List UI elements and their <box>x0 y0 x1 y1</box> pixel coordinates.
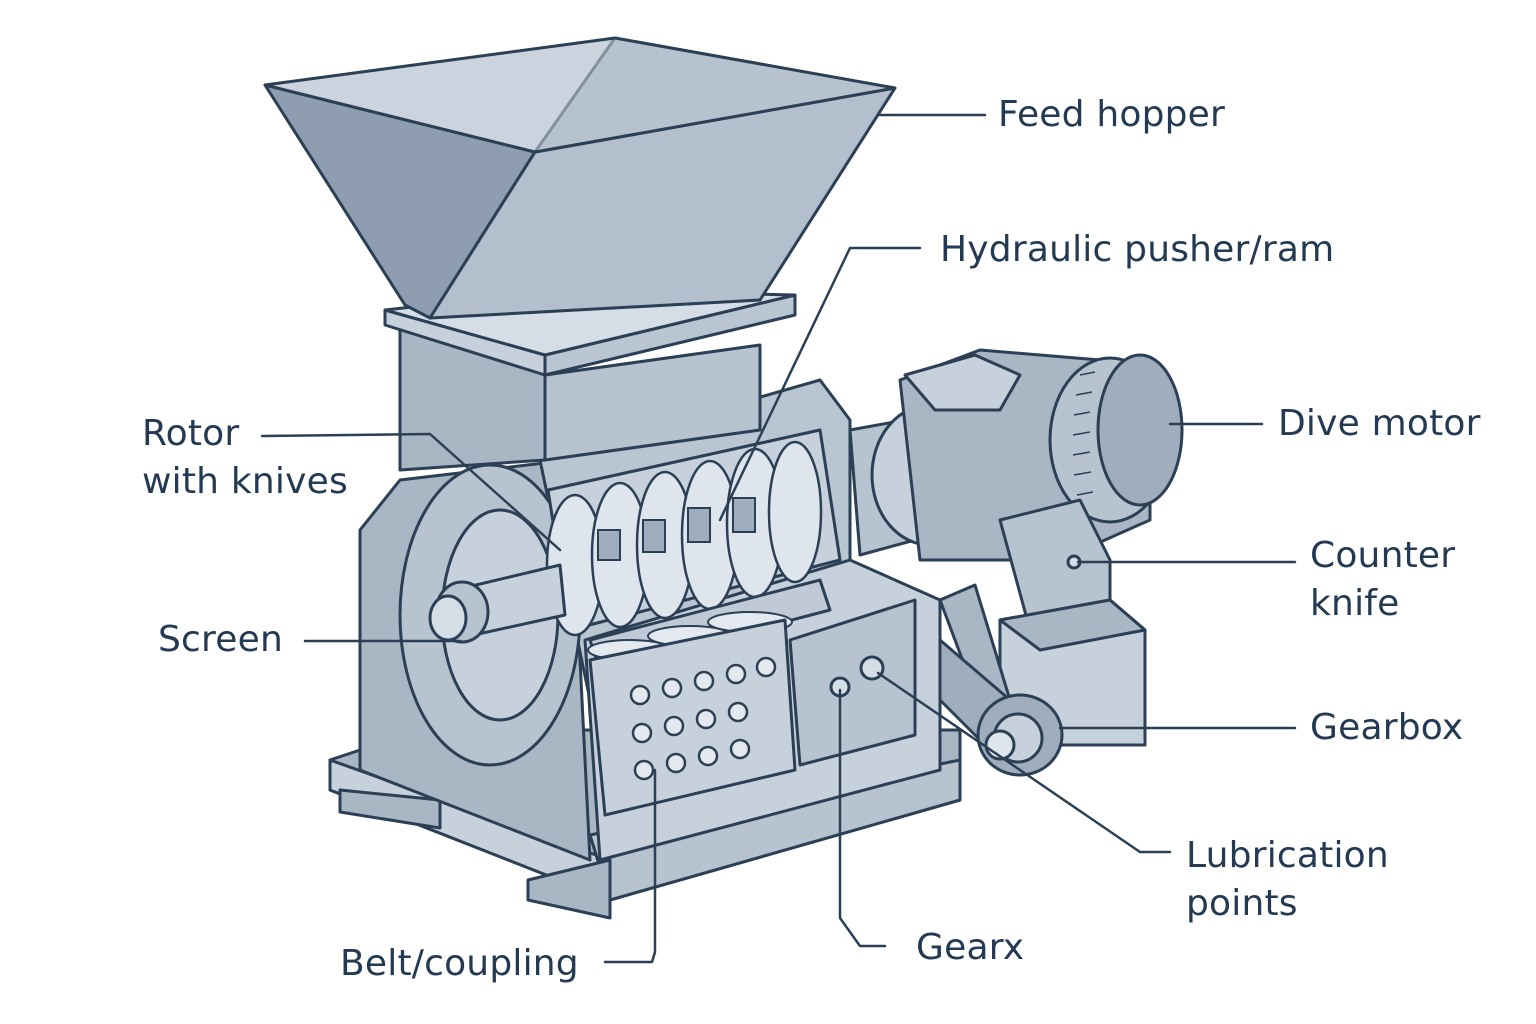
label-gearbox-text: Gearbox <box>1310 707 1464 748</box>
hopper-throat <box>383 288 797 472</box>
label-counter-knife: Counter knife <box>1310 532 1455 628</box>
label-lubrication-line1: Lubrication <box>1186 835 1389 876</box>
label-rotor-line2: with knives <box>142 461 348 502</box>
leader-rotor <box>260 432 562 552</box>
drive-motor <box>898 348 1184 562</box>
label-feed-hopper-text: Feed hopper <box>998 94 1226 135</box>
label-gearx-text: Gearx <box>916 927 1025 968</box>
label-counter-knife-line1: Counter <box>1310 535 1456 576</box>
label-screen-text: Screen <box>158 619 283 660</box>
label-drive-motor-text: Dive motor <box>1278 403 1481 444</box>
shaft <box>428 563 567 644</box>
label-counter-knife-line2: knife <box>1310 583 1400 624</box>
label-belt-coupling-text: Belt/coupling <box>340 943 579 984</box>
leader-lubrication <box>876 671 1172 854</box>
label-belt-coupling: Belt/coupling <box>340 940 579 988</box>
label-screen: Screen <box>158 616 283 664</box>
screen-panel <box>588 618 797 817</box>
label-lubrication: Lubrication points <box>1186 832 1389 928</box>
leader-gearx <box>838 688 887 948</box>
label-gearbox: Gearbox <box>1310 704 1463 752</box>
label-hydraulic-pusher: Hydraulic pusher/ram <box>940 226 1334 274</box>
leader-belt-coupling <box>603 768 657 964</box>
leader-hydraulic-pusher <box>718 246 922 522</box>
label-hydraulic-pusher-text: Hydraulic pusher/ram <box>940 229 1335 270</box>
label-lubrication-line2: points <box>1186 883 1298 924</box>
label-drive-motor: Dive motor <box>1278 400 1481 448</box>
label-rotor: Rotor with knives <box>142 410 348 506</box>
feed-hopper-body <box>263 36 897 320</box>
leader-lines <box>260 113 1297 964</box>
label-rotor-line1: Rotor <box>142 413 240 454</box>
label-feed-hopper: Feed hopper <box>998 91 1225 139</box>
label-gearx: Gearx <box>916 924 1024 972</box>
